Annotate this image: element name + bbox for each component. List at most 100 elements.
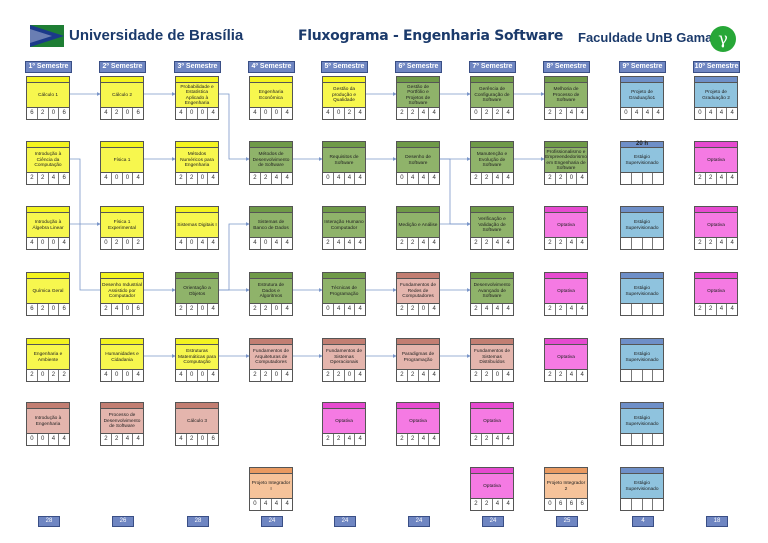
course-header-bar: [397, 207, 439, 213]
course-box[interactable]: Desenho Industrial Assistido por Computa…: [100, 272, 144, 316]
course-box[interactable]: Gestão de Portfólio e Projetos de Softwa…: [396, 76, 440, 120]
credit-cell: 4: [176, 434, 187, 445]
course-box[interactable]: Fundamentos de Arquiteturas de Computado…: [249, 338, 293, 382]
credit-cell: 4: [717, 173, 728, 184]
credit-cell: 0: [187, 108, 198, 119]
credit-cell: 0: [49, 108, 60, 119]
credit-cell: 4: [506, 436, 510, 442]
semester-total-5: 24: [334, 516, 356, 527]
credit-cell: 2: [250, 304, 261, 315]
credit-cell: 0: [545, 499, 556, 510]
course-header-bar: [101, 273, 143, 279]
credit-cell: 4: [358, 110, 362, 116]
credit-cell: 4: [285, 175, 289, 181]
prerequisite-arrow: [219, 93, 250, 161]
course-box[interactable]: Profissionalismo e Empreendedorismo em E…: [544, 141, 588, 185]
credit-cell: 0: [272, 304, 283, 315]
credit-cell: 2: [482, 173, 493, 184]
course-box[interactable]: Estágio Supervisionado: [620, 338, 664, 382]
credit-cell: [653, 499, 663, 510]
course-header-bar: [176, 339, 218, 345]
credit-cell: 4: [419, 238, 430, 249]
credit-cell: 0: [187, 370, 198, 381]
credit-cell: 2: [38, 173, 49, 184]
credit-cell: 4: [211, 306, 215, 312]
credit-cell: [621, 238, 632, 249]
credit-cell: 2: [556, 304, 567, 315]
credit-cell: 0: [198, 434, 209, 445]
course-box[interactable]: Estágio Supervisionado: [620, 402, 664, 446]
course-box[interactable]: Estágio Supervisionado: [620, 272, 664, 316]
course-box[interactable]: Estágio Supervisionado: [620, 206, 664, 250]
credit-cell: 4: [493, 238, 504, 249]
course-header-bar: [471, 339, 513, 345]
course-name: Probabilidade e Estatística Aplicado à E…: [180, 84, 214, 106]
course-box[interactable]: Probabilidade e Estatística Aplicado à E…: [175, 76, 219, 120]
credit-cell: [643, 370, 654, 381]
credit-cell: 2: [706, 238, 717, 249]
course-header-bar: [397, 273, 439, 279]
course-box[interactable]: Estágio Supervisionado: [620, 467, 664, 511]
credit-cell: 0: [123, 304, 134, 315]
credit-cell: 4: [345, 173, 356, 184]
credit-cell: 4: [49, 173, 60, 184]
credit-cell: 2: [112, 108, 123, 119]
course-header-bar: [471, 207, 513, 213]
